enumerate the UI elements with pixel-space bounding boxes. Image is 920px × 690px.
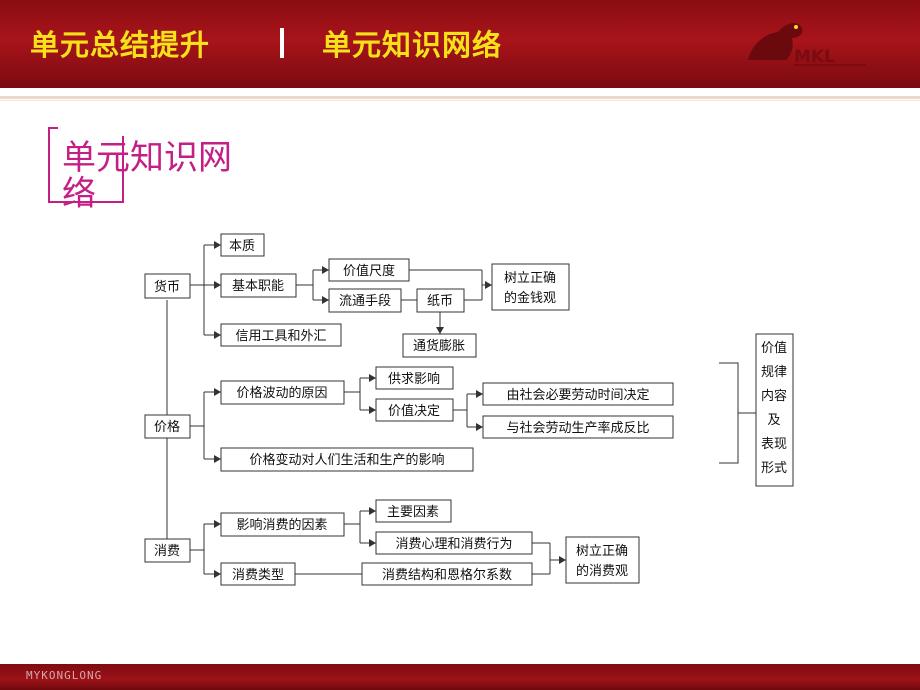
node-correct-money-view: 树立正确 的金钱观 (491, 263, 570, 311)
divider-line-thin (0, 100, 920, 101)
svg-text:形式: 形式 (761, 461, 787, 476)
node-medium-of-circulation: 流通手段 (328, 288, 402, 313)
node-credit-tools: 信用工具和外汇 (220, 323, 342, 347)
svg-text:影响消费的因素: 影响消费的因素 (236, 517, 327, 533)
svg-text:价格变动对人们生活和生产的影响: 价格变动对人们生活和生产的影响 (249, 452, 444, 468)
svg-text:基本职能: 基本职能 (232, 279, 284, 294)
node-consumption-structure: 消费结构和恩格尔系数 (361, 562, 533, 586)
node-correct-consumption-view: 树立正确 的消费观 (565, 536, 640, 584)
svg-text:消费心理和消费行为: 消费心理和消费行为 (395, 537, 512, 552)
svg-text:消费结构和恩格尔系数: 消费结构和恩格尔系数 (382, 567, 512, 583)
svg-text:表现: 表现 (761, 437, 787, 452)
svg-text:由社会必要劳动时间决定: 由社会必要劳动时间决定 (506, 387, 649, 403)
node-money: 货币 (144, 273, 191, 299)
svg-text:内容: 内容 (761, 388, 787, 404)
node-value-law: 价值 规律 内容 及 表现 形式 (755, 333, 794, 487)
node-consumption: 消费 (144, 538, 191, 563)
node-supply-demand: 供求影响 (375, 366, 454, 390)
node-inflation: 通货膨胀 (402, 333, 477, 358)
svg-text:的金钱观: 的金钱观 (504, 290, 556, 306)
svg-text:MKL: MKL (794, 47, 835, 67)
node-measure-of-value: 价值尺度 (328, 258, 410, 282)
svg-text:规律: 规律 (761, 365, 787, 380)
svg-text:流通手段: 流通手段 (339, 294, 391, 309)
node-consumption-types: 消费类型 (220, 562, 296, 586)
node-essence: 本质 (220, 233, 265, 257)
svg-text:树立正确: 树立正确 (504, 271, 556, 286)
svg-text:价值尺度: 价值尺度 (343, 263, 395, 279)
node-value-determines: 价值决定 (375, 398, 454, 422)
svg-text:价值: 价值 (761, 340, 787, 356)
svg-text:树立正确: 树立正确 (576, 544, 628, 559)
dinosaur-logo-icon: MKL (748, 23, 866, 67)
section-title: 单元知识网络 (62, 138, 232, 214)
header-separator (280, 28, 284, 58)
svg-text:信用工具和外汇: 信用工具和外汇 (235, 329, 326, 344)
node-paper-money: 纸币 (416, 288, 465, 313)
svg-text:主要因素: 主要因素 (387, 505, 439, 520)
svg-text:消费: 消费 (154, 544, 180, 559)
node-basic-functions: 基本职能 (220, 273, 297, 298)
node-consumer-psychology: 消费心理和消费行为 (375, 531, 533, 555)
node-consumption-factors: 影响消费的因素 (220, 512, 345, 537)
svg-text:本质: 本质 (229, 239, 255, 254)
footer-logo: MYKONGLONG (26, 669, 103, 682)
svg-text:价格: 价格 (154, 419, 180, 435)
svg-text:与社会劳动生产率成反比: 与社会劳动生产率成反比 (506, 420, 649, 436)
svg-text:纸币: 纸币 (427, 294, 453, 309)
svg-text:供求影响: 供求影响 (388, 371, 440, 387)
svg-text:及: 及 (767, 413, 780, 428)
node-price-change-impact: 价格变动对人们生活和生产的影响 (220, 447, 474, 472)
svg-text:消费类型: 消费类型 (232, 568, 284, 583)
arrowheads (214, 241, 566, 578)
node-price-fluctuation-causes: 价格波动的原因 (220, 380, 345, 405)
svg-text:通货膨胀: 通货膨胀 (413, 338, 465, 354)
node-price: 价格 (144, 414, 191, 439)
footer-bar (0, 664, 920, 690)
divider-line (0, 96, 920, 99)
svg-text:价值决定: 价值决定 (388, 403, 440, 419)
header-right-title: 单元知识网络 (322, 28, 503, 62)
node-social-labor-time: 由社会必要劳动时间决定 (482, 382, 674, 406)
node-labor-productivity: 与社会劳动生产率成反比 (482, 415, 674, 439)
header-bar: 单元总结提升 单元知识网络 MKL (0, 0, 920, 88)
svg-text:的消费观: 的消费观 (576, 563, 628, 579)
svg-text:货币: 货币 (154, 279, 180, 295)
node-main-factors: 主要因素 (375, 499, 452, 523)
header-left-title: 单元总结提升 (30, 28, 211, 62)
svg-text:价格波动的原因: 价格波动的原因 (236, 385, 327, 401)
